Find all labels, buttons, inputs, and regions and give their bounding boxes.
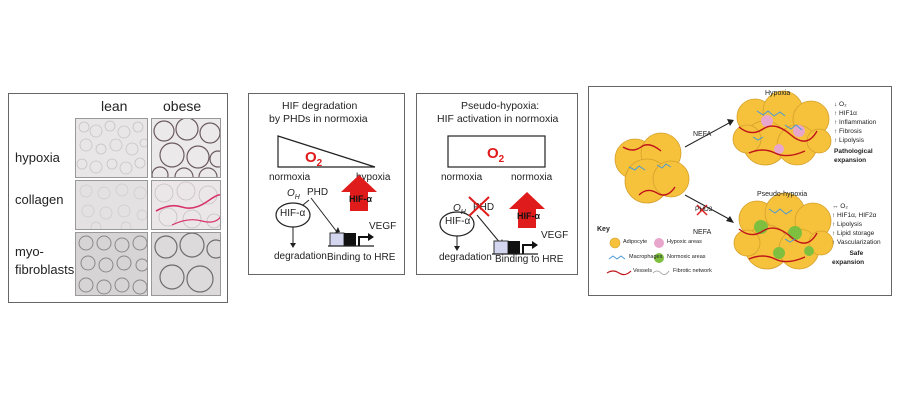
hypoxia-label: hypoxia: [356, 172, 391, 183]
panel-pseudo-hypoxia: Pseudo-hypoxia: HIF activation in normox…: [416, 93, 578, 275]
lean-adipocyte-cluster: [614, 132, 690, 204]
micrograph-obese-myofibroblasts: [151, 232, 221, 296]
normoxia-right-label: normoxia: [511, 172, 553, 183]
hif-alpha-arrow-label: HIF-α: [349, 194, 373, 204]
pseudo-effect-item: ↑ HIF1α, HIF2α: [832, 212, 877, 219]
degradation-label: degradation: [274, 251, 327, 262]
hypoxia-effect-item: ↑ Fibrosis: [834, 128, 862, 135]
o2-subscript: 2: [316, 158, 323, 169]
key-fibrotic-label: Fibrotic network: [673, 268, 712, 274]
hif-degradation-paths: [275, 175, 377, 248]
hydroxyl-label: OH: [287, 188, 300, 201]
normoxia-label: normoxia: [269, 172, 311, 183]
oxygen-gradient-triangle: [277, 135, 376, 168]
phd2-label: PHD2: [695, 206, 713, 213]
degradation-label: degradation: [439, 252, 492, 263]
hypoxia-effect-item: ↑ Inflammation: [834, 119, 877, 126]
pseudo-hypoxia-title: Pseudo-hypoxia: [757, 191, 808, 198]
hypoxia-effect-item: ↑ HIF1α: [834, 110, 857, 117]
panel-c-title-line2: HIF activation in normoxia: [437, 113, 559, 125]
o2-label: O2: [487, 145, 504, 165]
key-vessels-label: Vessels: [633, 268, 652, 274]
hif-alpha-ellipse-label: HIF-α: [280, 208, 306, 219]
panel-b-title-line1: HIF degradation: [282, 100, 358, 112]
panel-hif-degradation: HIF degradation by PHDs in normoxia O2 n…: [248, 93, 405, 275]
micrograph-lean-hypoxia: [75, 118, 148, 178]
pathological-expansion-line2: expansion: [834, 157, 867, 164]
binding-hre-label: Binding to HRE: [327, 252, 396, 263]
hydroxyl-o: O: [453, 203, 461, 214]
binding-hre-label: Binding to HRE: [495, 254, 564, 265]
hif-activation-paths: [439, 192, 545, 255]
vegf-label: VEGF: [369, 221, 397, 232]
o2-symbol: O: [487, 145, 499, 162]
micrograph-obese-hypoxia: [151, 118, 221, 178]
key-swatches: [606, 237, 670, 276]
row-label-myo: myo-: [15, 244, 44, 259]
phd-label: PHD: [307, 187, 329, 198]
nefa-bottom-label: NEFA: [693, 229, 712, 236]
hif-alpha-ellipse-label: HIF-α: [445, 216, 471, 227]
panel-micrographs: lean obese hypoxia collagen myo- fibrobl…: [8, 93, 228, 303]
phd-inhibited-cross: [468, 196, 490, 217]
pseudo-hypoxia-effects-list: ↔ O₂ ↑ HIF1α, HIF2α ↑ Lipolysis ↑ Lipid …: [832, 202, 881, 267]
micrograph-lean-collagen: [75, 180, 148, 230]
pseudo-effect-item: ↔ O₂: [832, 203, 848, 210]
panel-adipose-expansion: Hypoxia Pseudo-hypoxia NEFA NEFA PHD2 ↓ …: [588, 86, 892, 296]
key-title: Key: [597, 226, 610, 233]
nefa-top-label: NEFA: [693, 131, 712, 138]
panel-c-title-line1: Pseudo-hypoxia:: [461, 100, 540, 112]
micrograph-obese-collagen: [151, 180, 221, 230]
pseudo-hypoxia-adipocyte-cluster: [733, 192, 834, 270]
micrograph-lean-myofibroblasts: [75, 232, 148, 296]
pathological-expansion-line1: Pathological: [834, 148, 873, 155]
o2-subscript: 2: [498, 154, 505, 165]
pseudo-effect-item: ↑ Lipolysis: [832, 221, 862, 228]
column-label-lean: lean: [101, 98, 128, 114]
safe-expansion-line2: expansion: [832, 259, 865, 266]
phd2-inhibited-cross: [696, 204, 708, 216]
hydroxyl-h: H: [294, 194, 300, 201]
key-macrophages-label: Macrophages: [629, 254, 663, 260]
key-hypoxic-label: Hypoxic areas: [667, 239, 702, 245]
phd-label: PHD: [473, 202, 495, 213]
hypoxia-adipocyte-cluster: [732, 90, 832, 166]
oxygen-rectangle: [447, 135, 546, 168]
adipose-expansion-illustration: [606, 90, 834, 276]
hypoxia-effect-item: ↑ Lipolysis: [834, 137, 864, 144]
key-adipocyte-label: Adipocyte: [623, 239, 648, 245]
vegf-label: VEGF: [541, 230, 569, 241]
panel-b-title-line2: by PHDs in normoxia: [269, 113, 368, 125]
o2-symbol: O: [305, 149, 317, 166]
key-normoxic-label: Normoxic areas: [667, 254, 706, 260]
pseudo-effect-item: ↑ Lipid storage: [832, 230, 875, 237]
row-label-collagen: collagen: [15, 192, 64, 207]
hif-alpha-arrow-label: HIF-α: [517, 211, 541, 221]
column-label-obese: obese: [163, 98, 202, 114]
hypoxia-effect-item: ↓ O₂: [834, 101, 847, 108]
pseudo-effect-item: ↑ Vascularization: [832, 239, 881, 246]
normoxia-left-label: normoxia: [441, 172, 483, 183]
hypoxia-effects-list: ↓ O₂ ↑ HIF1α ↑ Inflammation ↑ Fibrosis ↑…: [834, 100, 876, 165]
row-label-fibroblasts: fibroblasts: [15, 262, 75, 277]
safe-expansion-line1: Safe: [849, 250, 864, 257]
o2-label: O2: [305, 149, 322, 169]
hypoxia-title: Hypoxia: [765, 90, 791, 97]
row-label-hypoxia: hypoxia: [15, 150, 60, 165]
hydroxyl-o: O: [287, 188, 295, 199]
